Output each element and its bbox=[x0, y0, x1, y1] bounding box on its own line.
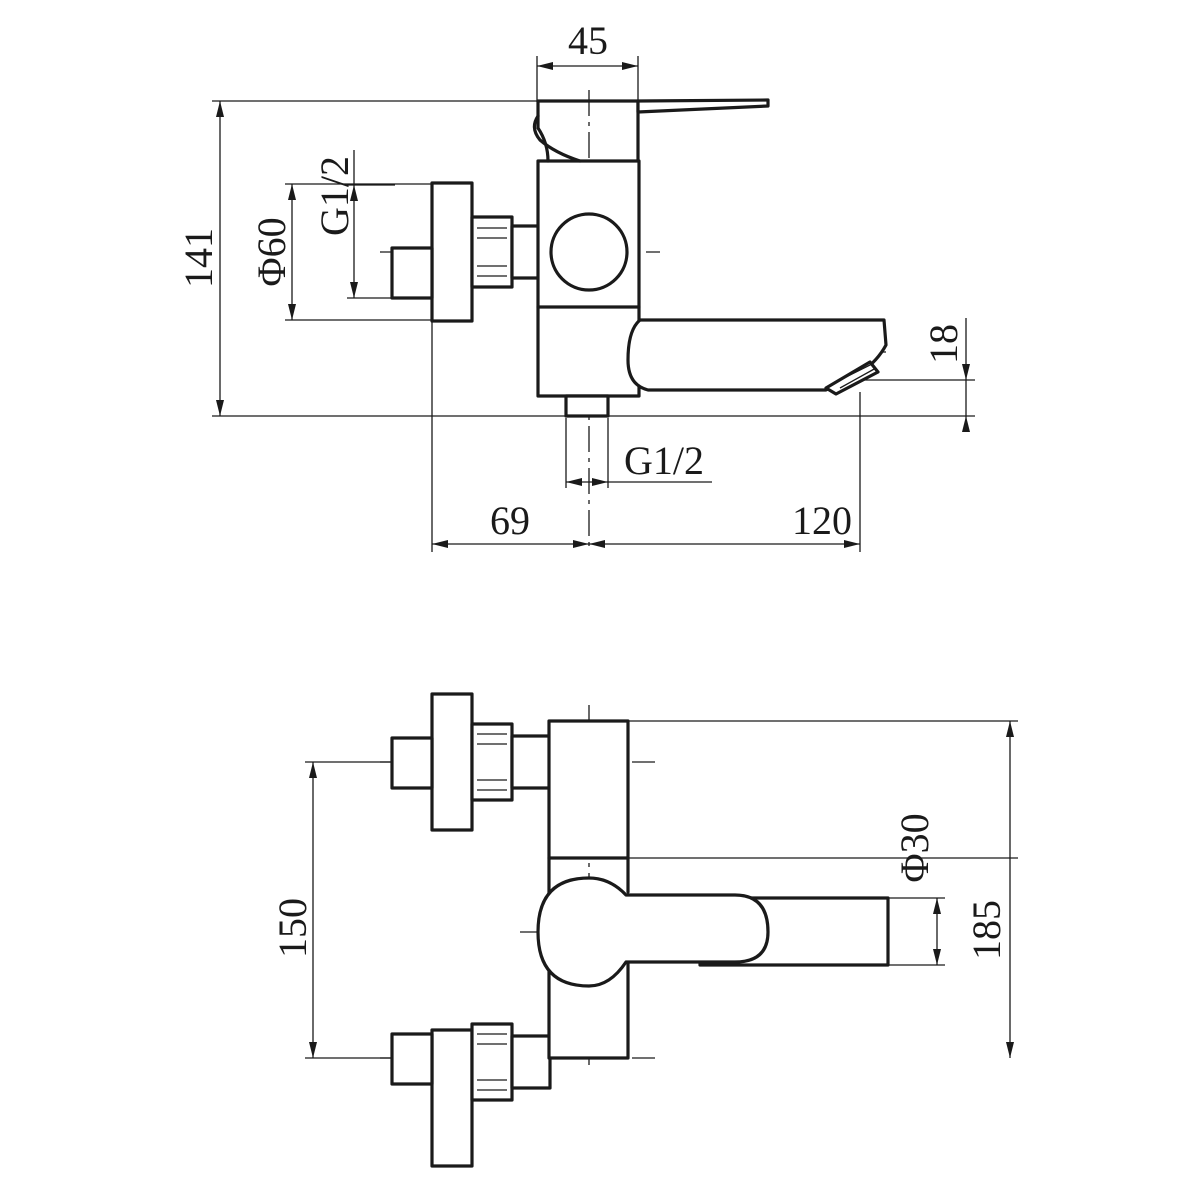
side-dimension-lines bbox=[216, 62, 970, 548]
top-dimension-lines bbox=[309, 721, 1014, 1058]
dim-depth-left: 69 bbox=[490, 498, 530, 543]
side-wall-flange bbox=[430, 181, 474, 323]
top-upper-nut bbox=[470, 722, 514, 802]
top-lower-nut bbox=[470, 1022, 514, 1102]
dim-flange-diameter: Φ60 bbox=[249, 217, 294, 286]
dim-spout-diameter: Φ30 bbox=[892, 813, 937, 882]
side-extension-lines bbox=[212, 56, 975, 552]
top-faucet-body bbox=[390, 692, 890, 1168]
top-extension-lines bbox=[305, 720, 1018, 1059]
dim-thread-inlet: G1/2 bbox=[312, 156, 357, 236]
side-view: 45 141 Φ60 G1/2 G1/2 69 120 18 bbox=[176, 18, 975, 552]
side-bottom-outlet bbox=[564, 394, 610, 418]
top-view: 150 Φ30 185 bbox=[270, 692, 1018, 1168]
side-lever-handle bbox=[636, 98, 770, 114]
side-faucet-body bbox=[390, 98, 888, 418]
side-round-boss bbox=[549, 212, 629, 292]
side-spout bbox=[626, 318, 888, 392]
top-lower-stub bbox=[390, 1032, 434, 1086]
dim-thread-outlet: G1/2 bbox=[624, 438, 704, 483]
side-aerator bbox=[824, 360, 880, 396]
dim-overall-length: 185 bbox=[964, 900, 1009, 960]
top-main-body bbox=[547, 719, 630, 860]
dim-inlet-spacing: 150 bbox=[270, 898, 315, 958]
dim-height-total: 141 bbox=[176, 228, 221, 288]
dim-spout-reach: 120 bbox=[792, 498, 852, 543]
top-lower-flange bbox=[430, 1028, 474, 1168]
top-upper-stub bbox=[390, 736, 434, 790]
dim-spout-height: 18 bbox=[921, 324, 966, 364]
side-inlet-stub bbox=[390, 246, 434, 300]
top-lower-connector bbox=[510, 1034, 552, 1090]
dim-width-top: 45 bbox=[568, 18, 608, 63]
top-upper-connector bbox=[510, 734, 552, 790]
top-lever-handle bbox=[536, 876, 770, 988]
top-upper-flange bbox=[430, 692, 474, 832]
